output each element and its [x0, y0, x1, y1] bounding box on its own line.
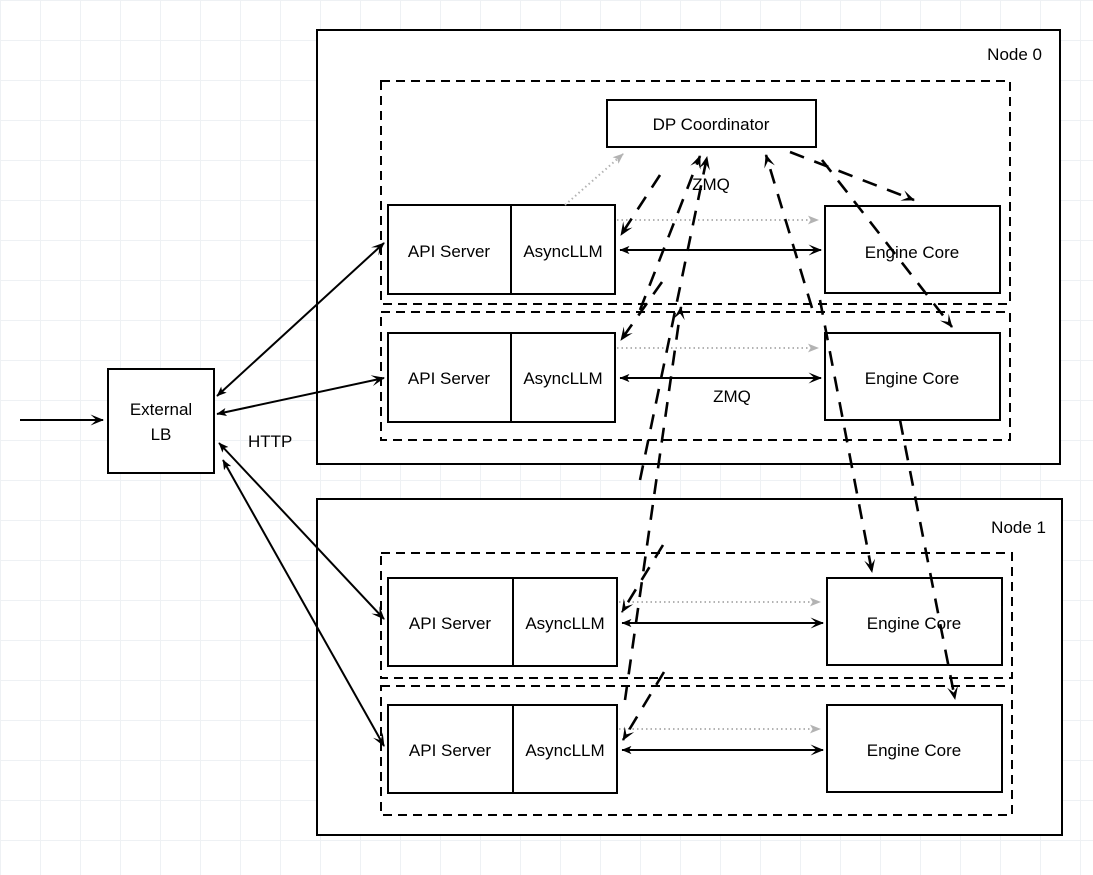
- dashed-into-node1-group1-asyncllm: [621, 671, 666, 741]
- node-1-group-0-engine-core-box: [826, 577, 1003, 666]
- node-0-group-1-async-llm-label: AsyncLLM: [523, 369, 602, 388]
- zmq-label-coordinator: ZMQ: [692, 175, 730, 194]
- node-1-group-0-api-server-label: API Server: [409, 614, 492, 633]
- coordinator-link-node0-group1: [764, 154, 814, 309]
- coordinator-to-node0-group0-engine: [789, 150, 915, 202]
- node-1-group-1-boundary: [380, 685, 1013, 816]
- coordinator-to-node0-group1-engine: [820, 159, 954, 328]
- lb-to-node0-group0-arrow: [216, 242, 385, 397]
- node-0-group-1-engine-core-box: [824, 332, 1001, 421]
- coordinator-to-node1-group0-engine: [818, 299, 876, 573]
- node-1-group-1-api-server-label: API Server: [409, 741, 492, 760]
- lb-to-node1-group1-arrow: [222, 459, 385, 747]
- http-label: HTTP: [248, 432, 292, 451]
- dashed-into-node1-group0-asyncllm: [620, 544, 665, 613]
- node-0-group-1-boundary: [380, 311, 1011, 441]
- node-1-group-0-engine-core-label: Engine Core: [867, 614, 962, 633]
- coordinator-link-node0-group0: [638, 155, 702, 311]
- node-0-group-0-async-llm-label: AsyncLLM: [523, 242, 602, 261]
- lb-to-node0-group1-arrow: [216, 375, 385, 417]
- dashed-into-node0-group0-asyncllm: [619, 174, 662, 236]
- node-0-group-1-engine-core-label: Engine Core: [865, 369, 960, 388]
- node-1-group-0-async-llm-label: AsyncLLM: [525, 614, 604, 633]
- coordinator-link-node1-group1: [623, 306, 685, 701]
- node-0-label: Node 0: [987, 45, 1042, 64]
- node-1-group-1-api-unit: [387, 704, 618, 794]
- external-lb-box: [107, 368, 215, 474]
- node-0-group-1-api-unit: [387, 332, 616, 423]
- node-1-group-1-engine-core-label: Engine Core: [867, 741, 962, 760]
- node-1-group-0-boundary: [380, 552, 1013, 679]
- node-0-group-0-api-unit: [387, 204, 616, 295]
- node-1-group-0-api-unit: [387, 577, 618, 667]
- node-0-group-1-api-server-label: API Server: [408, 369, 491, 388]
- dp-coordinator-label: DP Coordinator: [653, 115, 770, 134]
- external-lb-label-line1: External: [130, 400, 192, 419]
- node-1-label: Node 1: [991, 518, 1046, 537]
- dp-coordinator-box: [606, 99, 817, 148]
- node-0-group-0-api-server-label: API Server: [408, 242, 491, 261]
- node-0-group-0-engine-core-label: Engine Core: [865, 243, 960, 262]
- coordinator-link-node1-group0: [638, 156, 710, 481]
- async-llm-to-coordinator-dotted: [564, 153, 624, 206]
- node-1-group-1-engine-core-box: [826, 704, 1003, 793]
- zmq-label-engine: ZMQ: [713, 387, 751, 406]
- external-lb-label-line2: LB: [151, 425, 172, 444]
- node-0-group-0-engine-core-box: [824, 205, 1001, 294]
- node-0-group-0-boundary: [380, 80, 1011, 305]
- node-1-group-1-async-llm-label: AsyncLLM: [525, 741, 604, 760]
- dashed-into-node0-group1-asyncllm: [619, 281, 664, 341]
- coordinator-to-node1-group1-engine: [898, 419, 958, 700]
